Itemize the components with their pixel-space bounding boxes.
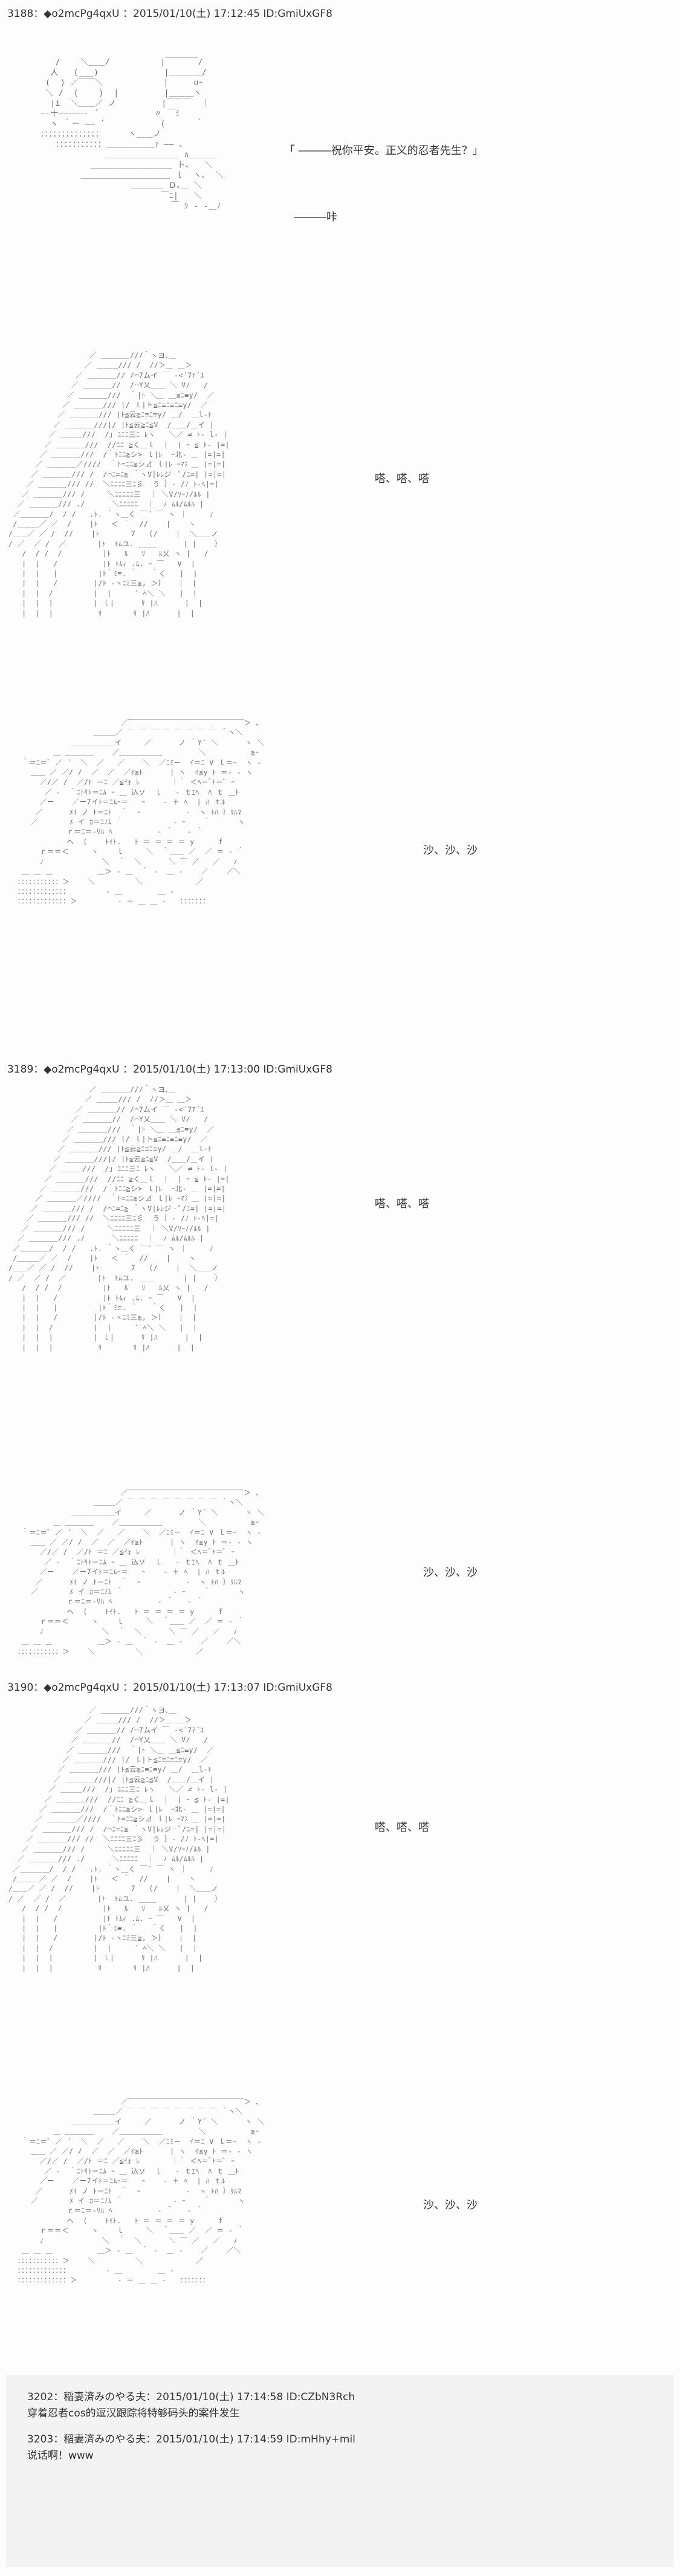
post-header: 3190：◆o2mcPg4qxU ：2015/01/10(土) 17:13:07… — [7, 1682, 332, 1694]
sound-effect-writing: 沙、沙、沙 — [423, 844, 478, 857]
post-header: 3189：◆o2mcPg4qxU ：2015/01/10(土) 17:13:00… — [7, 1064, 332, 1076]
sound-effect-typing: 嗒、嗒、嗒 — [375, 1198, 429, 1210]
ascii-art-ninja-crouching: ／￣￣￣￣￣￣￣￣￣￣￣￣￣￣￣￣＞ ､ ＿＿＿／ ￣ ￣ ￣ ￣ ￣ ￣ ￣ … — [17, 2097, 265, 2285]
sound-effect-writing: 沙、沙、沙 — [423, 2199, 478, 2212]
sound-effect-click: ―――咔 — [294, 211, 337, 224]
sound-effect-typing: 嗒、嗒、嗒 — [375, 1821, 429, 1834]
ascii-art-ninja-typing: ／ ＿＿＿＿///｀ヽヨ､＿ ／ ＿＿＿/// / //＞＿ ＿＞ ／ ＿＿＿＿… — [8, 1085, 230, 1352]
ascii-art-ninja-top: / ＼＿＿/ |￣￣￣￣/ 人 (___) |＿＿＿＿/ ( ) ／￣￣＼ | … — [40, 58, 224, 211]
ascii-art-ninja-typing: ／ ＿＿＿＿///｀ヽヨ､＿ ／ ＿＿＿/// / //＞＿ ＿＞ ／ ＿＿＿＿… — [8, 1706, 230, 1972]
comment-header: 3203：稲妻済みのやる夫：2015/01/10(土) 17:14:59 ID:… — [27, 2433, 355, 2445]
ascii-art-ninja-typing: ／ ＿＿＿＿///｀ヽヨ､＿ ／ ＿＿＿/// / //＞＿ ＿＞ ／ ＿＿＿＿… — [8, 351, 230, 618]
post-header: 3188：◆o2mcPg4qxU ：2015/01/10(土) 17:12:45… — [7, 8, 332, 20]
speech-line: 「 ―――祝你平安。正义的忍者先生？」 — [284, 144, 484, 157]
comment-3202: 3202：稲妻済みのやる夫：2015/01/10(土) 17:14:58 ID:… — [27, 2388, 355, 2419]
comment-body: 说话啊！www — [27, 2450, 94, 2462]
comment-header: 3202：稲妻済みのやる夫：2015/01/10(土) 17:14:58 ID:… — [27, 2391, 355, 2403]
sound-effect-typing: 嗒、嗒、嗒 — [375, 473, 429, 485]
sound-effect-writing: 沙、沙、沙 — [423, 1566, 478, 1579]
comments-panel: 3202：稲妻済みのやる夫：2015/01/10(土) 17:14:58 ID:… — [6, 2375, 674, 2567]
ascii-art-ninja-crouching: ／￣￣￣￣￣￣￣￣￣￣￣￣￣￣￣￣＞ ､ ＿＿＿／ ￣ ￣ ￣ ￣ ￣ ￣ ￣ … — [17, 1488, 265, 1656]
ascii-art-ninja-crouching: ／￣￣￣￣￣￣￣￣￣￣￣￣￣￣￣￣＞ ､ ＿＿＿／ ￣ ￣ ￣ ￣ ￣ ￣ ￣ … — [17, 718, 265, 906]
comment-body: 穿着忍者cos的逗汉跟踪将特够码头的案件发生 — [27, 2407, 240, 2419]
comment-3203: 3203：稲妻済みのやる夫：2015/01/10(土) 17:14:59 ID:… — [27, 2430, 355, 2462]
